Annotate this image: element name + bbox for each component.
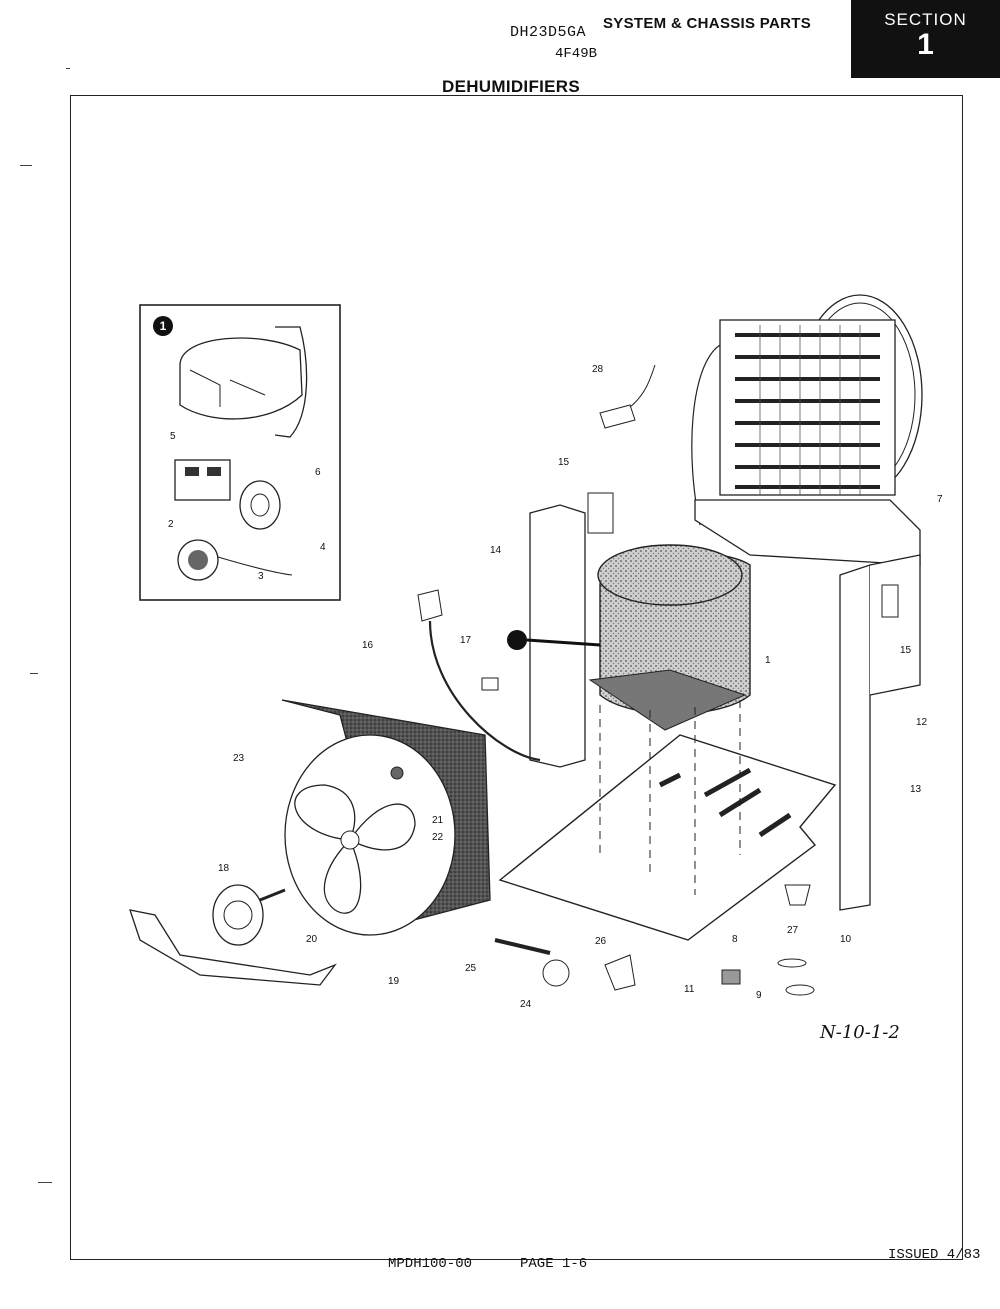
right-frame-rail	[839, 564, 871, 911]
grommet-27	[784, 884, 811, 906]
part-number-label: 15	[900, 645, 912, 656]
part-number-label: 21	[432, 815, 444, 826]
clip-26	[604, 954, 636, 991]
thermostat	[599, 404, 636, 429]
part-number-label: 6	[315, 467, 321, 478]
diagram-reference: N-10-1-2	[820, 1022, 900, 1043]
top-bracket	[587, 492, 614, 534]
part-number-label: 25	[465, 963, 477, 974]
washer-9	[785, 984, 815, 996]
part-number-label: 12	[916, 717, 928, 728]
compressor	[507, 544, 751, 731]
part-number-label: 2	[168, 519, 174, 530]
condenser-base-plate	[694, 499, 921, 566]
part-number-label: 18	[218, 863, 230, 874]
margin-mark	[20, 165, 32, 166]
part-number-label: 11	[684, 984, 695, 995]
part-number-label: 10	[840, 934, 852, 945]
clip-10	[777, 958, 807, 968]
footer-doc-number: MPDH100-00	[388, 1256, 473, 1272]
capacitor	[481, 677, 499, 691]
part-number-label: 24	[520, 999, 532, 1010]
diagram-frame	[70, 95, 963, 1260]
part-number-label: 26	[595, 936, 607, 947]
part-number-label: 5	[170, 431, 176, 442]
part-number-label: 14	[490, 545, 502, 556]
power-cord	[428, 620, 541, 762]
part-number-label: 22	[432, 832, 444, 843]
side-panel	[869, 554, 921, 696]
part-number-label: 8	[732, 934, 738, 945]
section-number: 1	[917, 28, 934, 61]
page-header-title: SYSTEM & CHASSIS PARTS	[603, 15, 812, 32]
part-number-label: 1	[765, 655, 771, 666]
right-bracket	[881, 584, 899, 618]
start-relay	[174, 459, 231, 501]
power-cord-plug	[417, 589, 443, 622]
part-number-label: 16	[362, 640, 374, 651]
inset-box: 1	[139, 304, 341, 601]
part-number-label: 7	[937, 494, 943, 505]
fan-motor	[212, 884, 286, 946]
part-number-label: 17	[460, 635, 472, 646]
section-box: SECTION 1	[851, 0, 1000, 78]
model-number: DH23D5GA	[510, 24, 587, 41]
page-title: DEHUMIDIFIERS	[442, 77, 581, 96]
part-number-label: 27	[787, 925, 799, 936]
margin-mark	[30, 673, 38, 674]
model-number-line2: 4F49B	[555, 46, 598, 62]
drain-tube	[494, 938, 551, 955]
part-number-label: 20	[306, 934, 318, 945]
margin-mark	[66, 68, 70, 69]
inset-callout-number: 1	[160, 319, 167, 333]
retaining-clip	[274, 326, 308, 438]
part-number-label: 3	[258, 571, 264, 582]
part-number-label: 4	[320, 542, 326, 553]
left-frame-rail	[529, 504, 586, 768]
part-number-label: 19	[388, 976, 400, 987]
part-number-label: 15	[558, 457, 570, 468]
base-pan	[498, 734, 837, 941]
footer-page-number: PAGE 1-6	[520, 1256, 588, 1272]
condenser-coil	[691, 294, 923, 566]
exploded-parts-diagram: 1	[129, 294, 943, 1010]
wheel	[542, 959, 570, 987]
part-number-label: 23	[233, 753, 245, 764]
fan-blade	[294, 784, 416, 914]
fastener	[390, 766, 404, 780]
grommet-8	[721, 969, 741, 985]
overload-cover	[179, 337, 303, 420]
part-number-label: 9	[756, 990, 762, 1001]
part-number-label: 28	[592, 364, 604, 375]
margin-mark	[38, 1182, 52, 1183]
section-label: SECTION	[884, 10, 967, 29]
motor-bracket	[129, 909, 337, 986]
part-number-label: 13	[910, 784, 922, 795]
footer-issued-date: ISSUED 4/83	[888, 1247, 981, 1263]
